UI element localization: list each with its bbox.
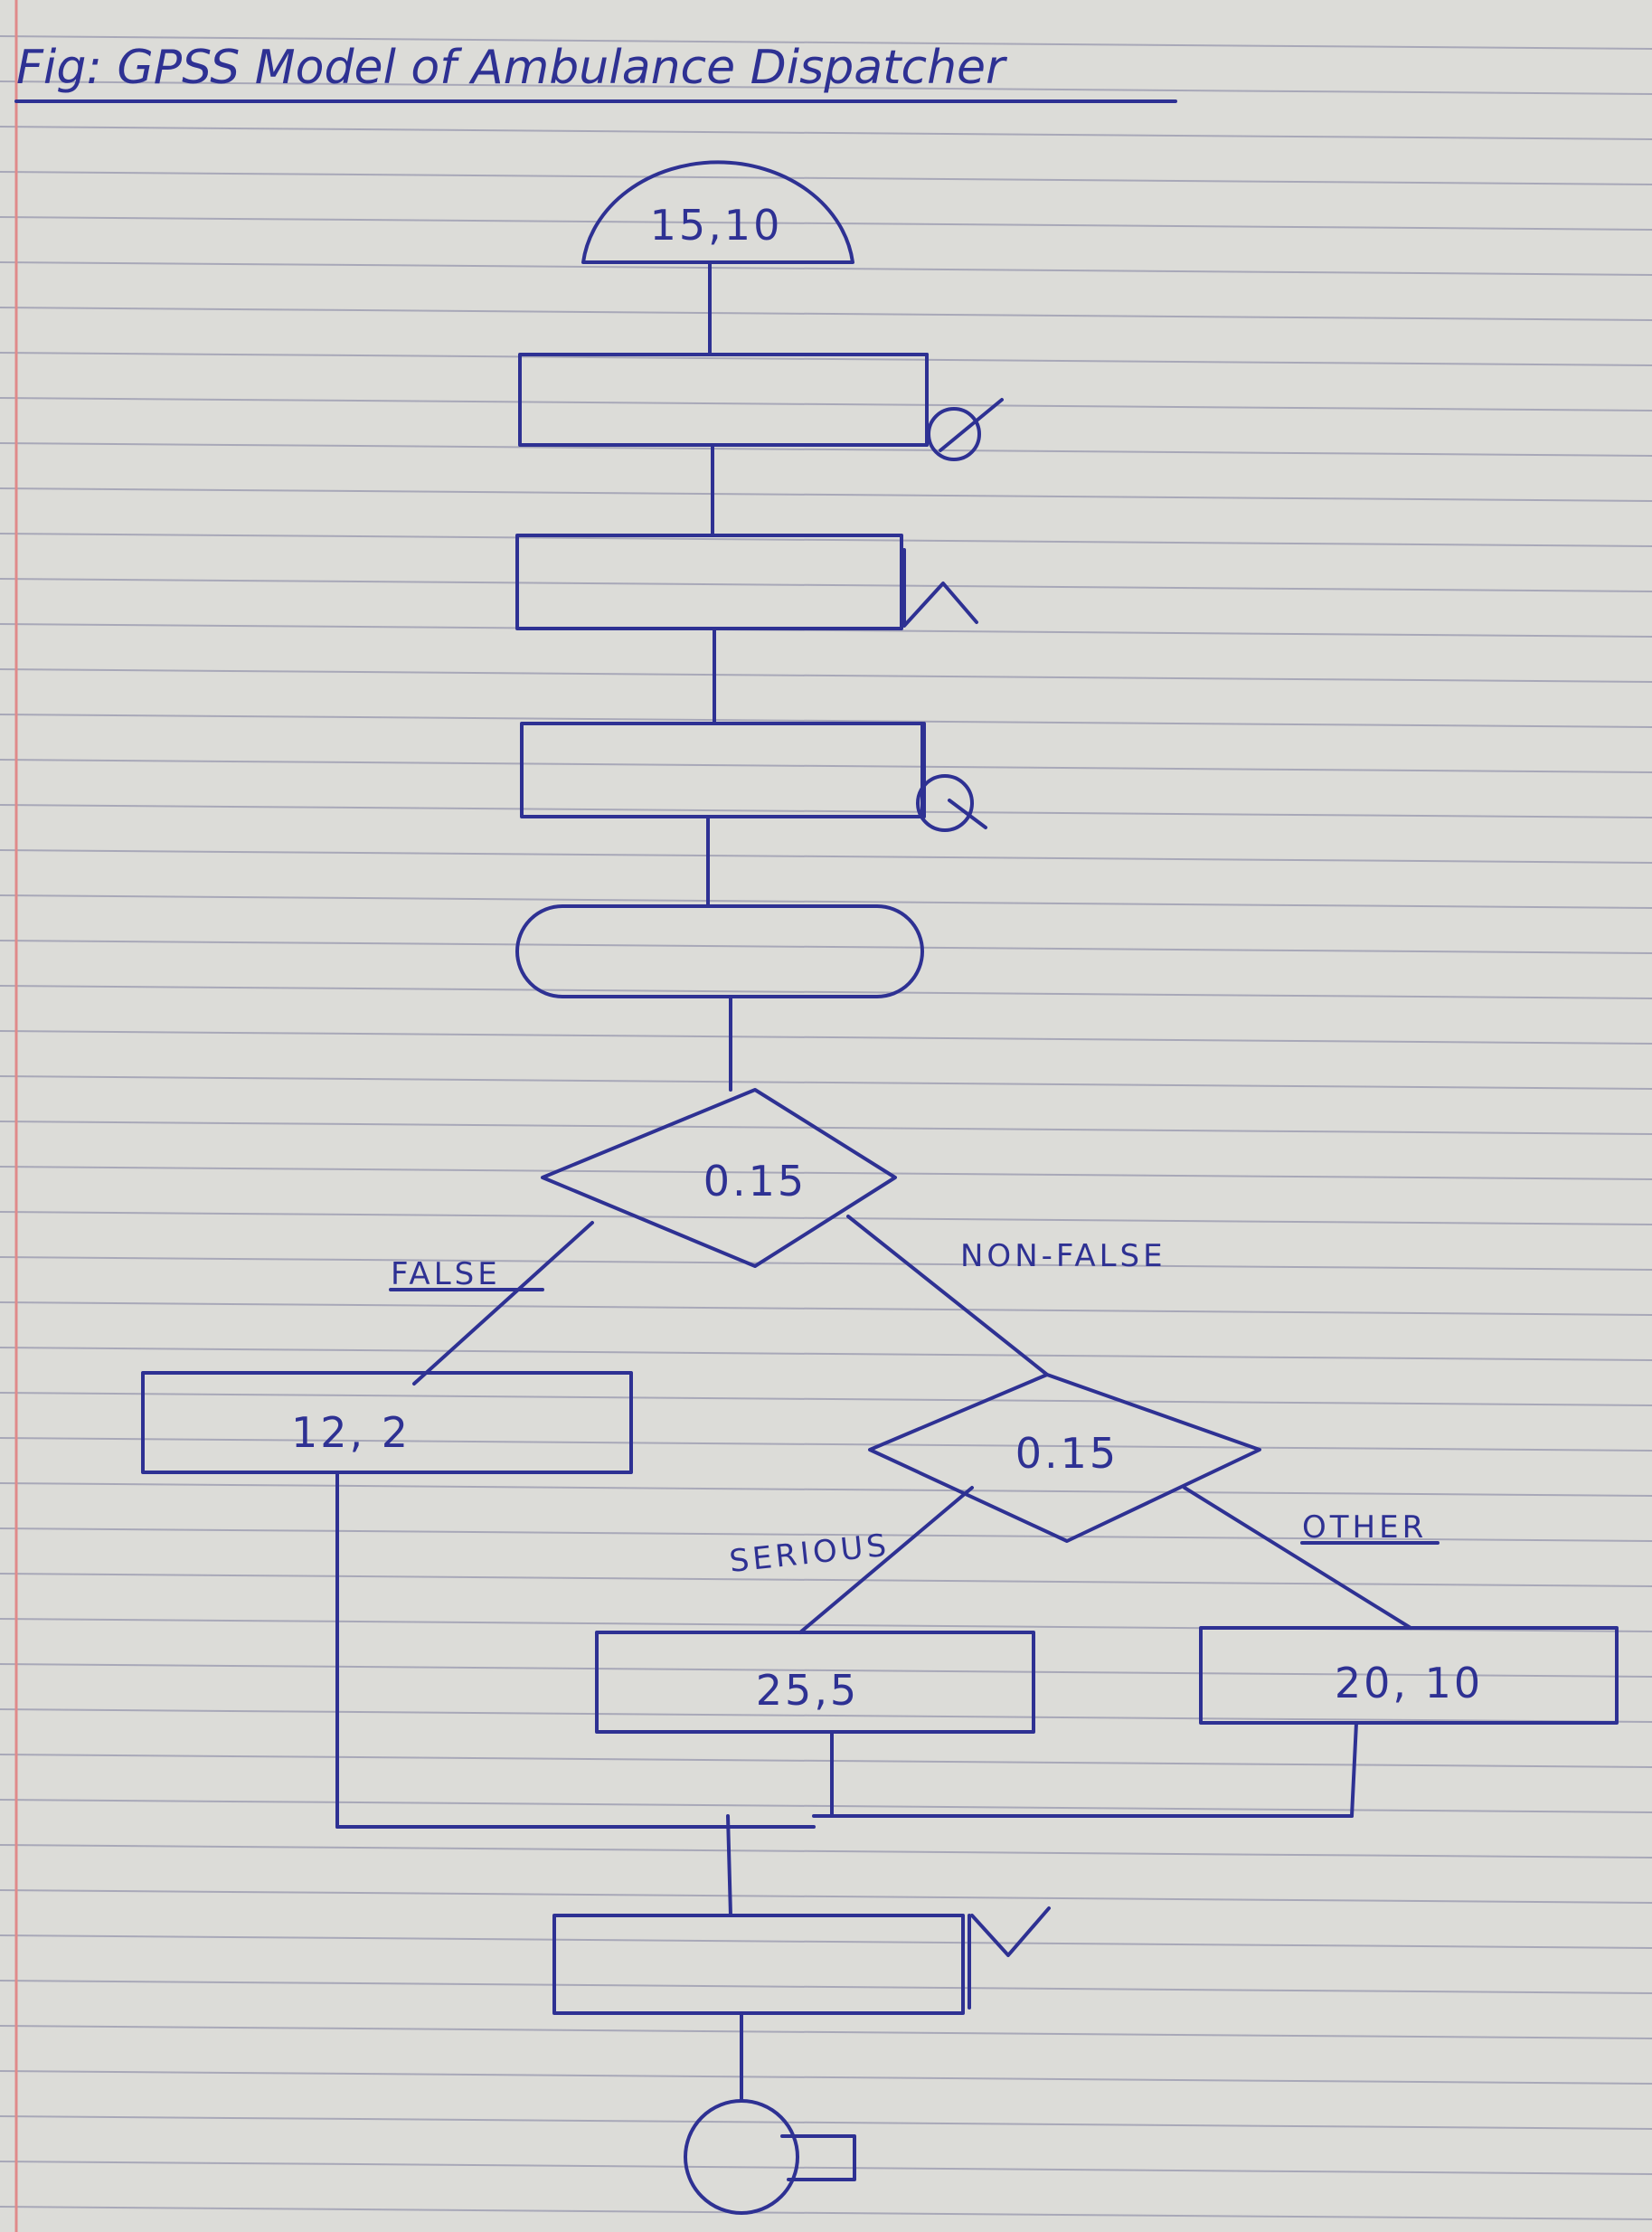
ruled-lines xyxy=(0,35,1652,2220)
ruled-line xyxy=(0,2206,1652,2220)
ruled-line xyxy=(0,126,1652,140)
advance-serious-rect xyxy=(595,1631,1035,1734)
transfer-false-probability: 0.15 xyxy=(703,1157,807,1206)
advance-serious-operands: 25,5 xyxy=(756,1666,859,1715)
non-false-label: NON-FALSE xyxy=(960,1238,1166,1274)
advance-capsule xyxy=(515,904,924,998)
depart-block xyxy=(520,722,987,832)
depart-rect xyxy=(520,722,924,818)
ruled-line xyxy=(0,1889,1652,1904)
ruled-line xyxy=(0,1075,1652,1090)
false-branch-line xyxy=(412,1221,594,1386)
ruled-line xyxy=(0,1573,1652,1587)
non-false-branch-line xyxy=(846,1215,1049,1376)
ruled-line xyxy=(0,487,1652,502)
ruled-line xyxy=(0,1256,1652,1271)
ruled-line xyxy=(0,1799,1652,1813)
ruled-line xyxy=(0,1121,1652,1135)
advance-false-rect xyxy=(141,1371,633,1474)
other-branch-line xyxy=(1183,1486,1412,1630)
terminate-icon xyxy=(684,2099,856,2215)
ruled-line xyxy=(0,397,1652,411)
ruled-line xyxy=(0,1527,1652,1542)
ruled-line xyxy=(0,2115,1652,2130)
ruled-line xyxy=(0,578,1652,592)
ruled-line xyxy=(0,759,1652,773)
ruled-line xyxy=(0,1482,1652,1497)
other-label: OTHER xyxy=(1302,1509,1427,1546)
advance-other-block: 20, 10 xyxy=(1199,1626,1619,1725)
seize-block xyxy=(515,534,978,630)
serious-branch-line xyxy=(798,1486,974,1634)
transfer-serious-probability: 0.15 xyxy=(1015,1429,1119,1478)
ruled-line xyxy=(0,714,1652,728)
ruled-line xyxy=(0,849,1652,864)
ruled-line xyxy=(0,1708,1652,1723)
generate-operands: 15,10 xyxy=(650,201,783,250)
ruled-line xyxy=(0,1347,1652,1361)
ruled-line xyxy=(0,216,1652,231)
merge-lines xyxy=(335,1471,1358,1829)
advance-false-operands: 12, 2 xyxy=(291,1408,411,1457)
ruled-line xyxy=(0,668,1652,683)
advance-serious-block: 25,5 xyxy=(595,1631,1035,1734)
release-block xyxy=(552,1906,1051,2015)
advance-other-rect xyxy=(1199,1626,1619,1725)
ruled-line xyxy=(0,1030,1652,1045)
generate-half-circle xyxy=(581,160,854,264)
generate-block: 15,10 xyxy=(581,160,854,264)
ruled-line xyxy=(0,352,1652,366)
figure-title: Fig: GPSS Model of Ambulance Dispatcher xyxy=(16,41,1008,95)
queue-circle-icon xyxy=(925,353,1004,461)
ruled-line xyxy=(0,35,1652,50)
ruled-line xyxy=(0,1211,1652,1225)
seize-rect xyxy=(515,534,903,630)
ruled-line xyxy=(0,1663,1652,1678)
ruled-line xyxy=(0,804,1652,818)
connector xyxy=(726,1814,732,1917)
ruled-line xyxy=(0,533,1652,547)
ruled-line xyxy=(0,2161,1652,2175)
ruled-line xyxy=(0,1166,1652,1180)
ruled-line xyxy=(0,1980,1652,1994)
ruled-line xyxy=(0,1437,1652,1452)
ruled-line xyxy=(0,442,1652,457)
advance-other-operands: 20, 10 xyxy=(1335,1659,1483,1707)
ruled-line xyxy=(0,171,1652,185)
ruled-line xyxy=(0,940,1652,954)
ruled-line xyxy=(0,985,1652,999)
ruled-line xyxy=(0,261,1652,276)
transfer-false-diamond xyxy=(541,1088,897,1268)
advance-false-block: 12, 2 xyxy=(141,1371,633,1474)
ruled-line xyxy=(0,307,1652,321)
release-v-icon xyxy=(968,1906,1051,2010)
ruled-line xyxy=(0,1301,1652,1316)
queue-block xyxy=(518,353,1004,461)
ruled-line xyxy=(0,80,1652,95)
false-label: FALSE xyxy=(391,1256,501,1292)
release-rect xyxy=(552,1914,965,2015)
ruled-line xyxy=(0,1754,1652,1768)
transfer-serious-diamond xyxy=(868,1373,1261,1543)
transfer-false-block: 0.15 xyxy=(541,1088,897,1268)
seize-caret-icon xyxy=(902,548,978,628)
depart-q-icon xyxy=(916,722,987,832)
ruled-line xyxy=(0,2025,1652,2039)
ruled-line xyxy=(0,1934,1652,1949)
ruled-line xyxy=(0,1392,1652,1406)
ruled-line xyxy=(0,1844,1652,1858)
ruled-line xyxy=(0,2070,1652,2085)
transfer-serious-block: 0.15 xyxy=(868,1373,1261,1543)
ruled-line xyxy=(0,894,1652,909)
queue-rect xyxy=(518,353,929,447)
